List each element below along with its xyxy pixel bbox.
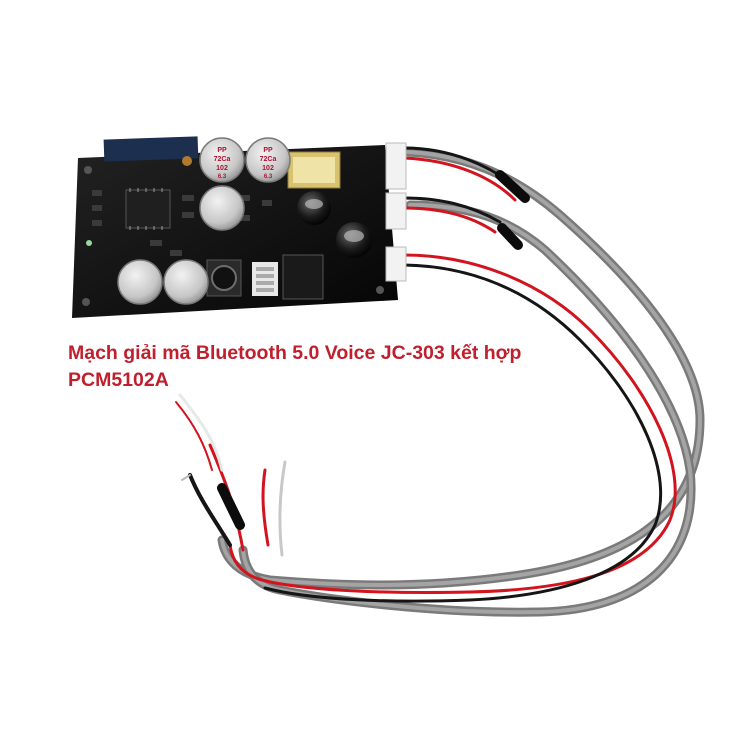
capacitor: [163, 259, 209, 305]
heat-shrink: [217, 170, 530, 530]
cap-mark-b3: 102: [262, 165, 274, 172]
capacitor: [199, 185, 245, 231]
capacitor: [199, 137, 245, 183]
capacitor: [117, 259, 163, 305]
cap-mark-a1: PP: [217, 147, 227, 154]
caption-line-1: Mạch giải mã Bluetooth 5.0 Voice JC-303 …: [68, 342, 522, 364]
signal-wires: [175, 146, 677, 603]
product-caption: Mạch giải mã Bluetooth 5.0 Voice JC-303 …: [68, 340, 668, 394]
cap-mark-b4: 6.3: [264, 174, 273, 180]
cap-mark-a3: 102: [216, 165, 228, 172]
cap-mark-a4: 6.3: [218, 174, 227, 180]
cap-mark-b1: PP: [263, 147, 273, 154]
capacitors: [117, 137, 291, 305]
cap-mark-b2: 72Ca: [260, 156, 277, 163]
cap-mark-a2: 72Ca: [214, 156, 231, 163]
capacitor-markings: PP 72Ca 102 6.3 PP 72Ca 102 6.3: [214, 147, 277, 180]
caption-line-2: PCM5102A: [68, 369, 169, 391]
capacitor: [245, 137, 291, 183]
